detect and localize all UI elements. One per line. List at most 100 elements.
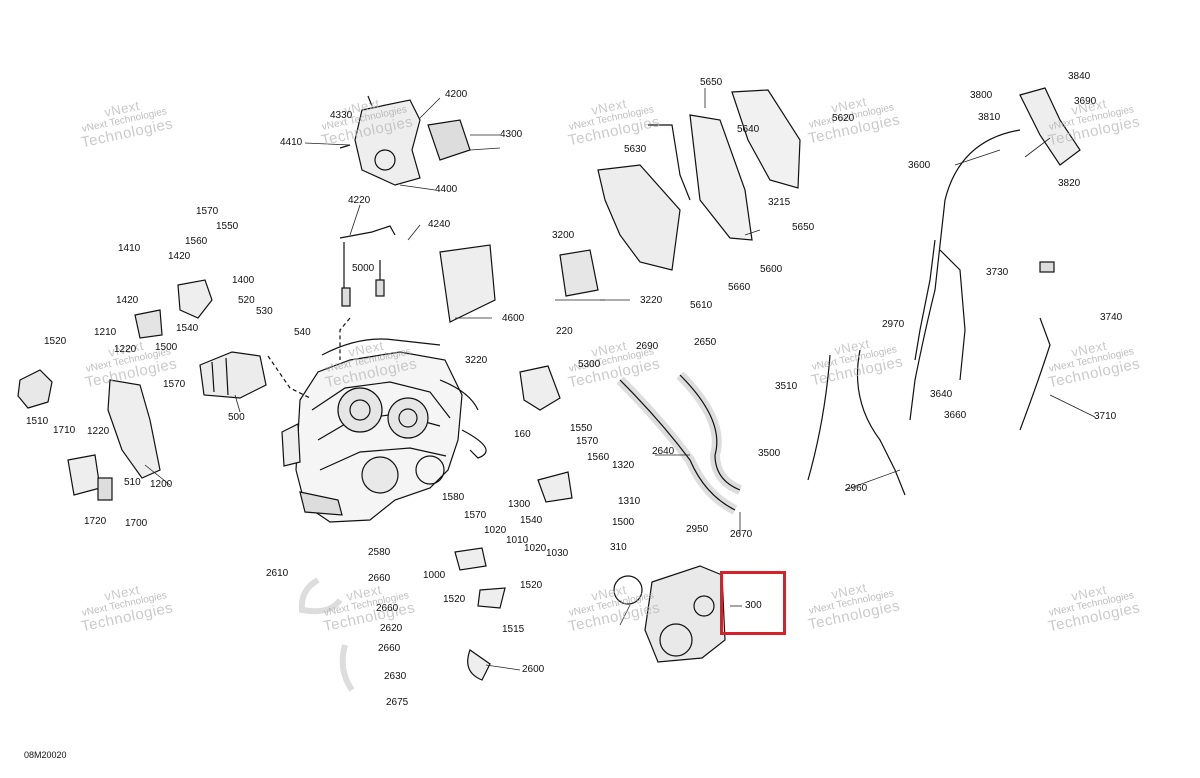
hoses-drawing bbox=[298, 365, 743, 692]
callout-5650[interactable]: 5650 bbox=[792, 222, 815, 233]
callout-2660[interactable]: 2660 bbox=[378, 643, 401, 654]
callout-5300[interactable]: 5300 bbox=[578, 359, 601, 370]
callout-2580[interactable]: 2580 bbox=[368, 547, 391, 558]
callout-4300[interactable]: 4410 bbox=[280, 137, 303, 148]
callout-4220[interactable]: 4220 bbox=[348, 195, 371, 206]
callout-5000[interactable]: 5000 bbox=[352, 263, 375, 274]
callout-2620[interactable]: 2620 bbox=[380, 623, 403, 634]
callout-1200[interactable]: 1200 bbox=[150, 479, 173, 490]
callout-1520[interactable]: 1520 bbox=[520, 580, 543, 591]
spark-plug-wire-drawing bbox=[339, 225, 396, 360]
callout-1560[interactable]: 1560 bbox=[587, 452, 610, 463]
callout-1030[interactable]: 1030 bbox=[546, 548, 569, 559]
callout-520[interactable]: 520 bbox=[238, 295, 255, 306]
callout-4330[interactable]: 4330 bbox=[330, 110, 353, 121]
callout-1210[interactable]: 1210 bbox=[94, 327, 117, 338]
callout-3800[interactable]: 3800 bbox=[970, 90, 993, 101]
callout-1010[interactable]: 1010 bbox=[506, 535, 529, 546]
callout-3510[interactable]: 3510 bbox=[775, 381, 798, 392]
callout-2600[interactable]: 2600 bbox=[522, 664, 545, 675]
callout-4400[interactable]: 4400 bbox=[435, 184, 458, 195]
callout-2970[interactable]: 2970 bbox=[882, 319, 905, 330]
callout-1410[interactable]: 1410 bbox=[118, 243, 141, 254]
callout-2690[interactable]: 2690 bbox=[636, 341, 659, 352]
callout-2650[interactable]: 2650 bbox=[694, 337, 717, 348]
callout-310[interactable]: 310 bbox=[610, 542, 627, 553]
callout-1720[interactable]: 1720 bbox=[84, 516, 107, 527]
callout-1220[interactable]: 1220 bbox=[114, 344, 137, 355]
callout-1520[interactable]: 1520 bbox=[443, 594, 466, 605]
callout-5610[interactable]: 5610 bbox=[690, 300, 713, 311]
callout-530[interactable]: 530 bbox=[256, 306, 273, 317]
callout-4300[interactable]: 4300 bbox=[500, 129, 523, 140]
callout-1570[interactable]: 1570 bbox=[196, 206, 219, 217]
callout-1510[interactable]: 1510 bbox=[26, 416, 49, 427]
callout-3690[interactable]: 3690 bbox=[1074, 96, 1097, 107]
callout-1310[interactable]: 1310 bbox=[618, 496, 641, 507]
callout-2670[interactable]: 2670 bbox=[730, 529, 753, 540]
callout-3730[interactable]: 3730 bbox=[986, 267, 1009, 278]
callout-1020[interactable]: 1020 bbox=[524, 543, 547, 554]
callout-4200[interactable]: 4200 bbox=[445, 89, 468, 100]
callout-1515[interactable]: 1515 bbox=[502, 624, 525, 635]
callout-1000[interactable]: 1000 bbox=[423, 570, 446, 581]
callout-3660[interactable]: 3660 bbox=[944, 410, 967, 421]
callout-2960[interactable]: 2960 bbox=[845, 483, 868, 494]
callout-5630[interactable]: 5630 bbox=[624, 144, 647, 155]
callout-5600[interactable]: 5600 bbox=[760, 264, 783, 275]
callout-2950[interactable]: 2950 bbox=[686, 524, 709, 535]
callout-3220[interactable]: 3220 bbox=[465, 355, 488, 366]
callout-220[interactable]: 220 bbox=[556, 326, 573, 337]
callout-1420[interactable]: 1420 bbox=[168, 251, 191, 262]
callout-3820[interactable]: 3820 bbox=[1058, 178, 1081, 189]
callout-1570[interactable]: 1570 bbox=[576, 436, 599, 447]
callout-1710[interactable]: 1710 bbox=[53, 425, 76, 436]
callout-5640[interactable]: 5640 bbox=[737, 124, 760, 135]
callout-3500[interactable]: 3500 bbox=[758, 448, 781, 459]
callout-1520[interactable]: 1520 bbox=[44, 336, 67, 347]
callout-1020[interactable]: 1020 bbox=[484, 525, 507, 536]
callout-3220[interactable]: 3220 bbox=[640, 295, 663, 306]
callout-3740[interactable]: 3740 bbox=[1100, 312, 1123, 323]
callout-5650[interactable]: 5650 bbox=[700, 77, 723, 88]
callout-1320[interactable]: 1320 bbox=[612, 460, 635, 471]
callout-2660[interactable]: 2660 bbox=[368, 573, 391, 584]
callout-3710[interactable]: 3710 bbox=[1094, 411, 1117, 422]
callout-3200[interactable]: 3200 bbox=[552, 230, 575, 241]
callout-1700[interactable]: 1700 bbox=[125, 518, 148, 529]
callout-5620[interactable]: 5620 bbox=[832, 113, 855, 124]
callout-500[interactable]: 500 bbox=[228, 412, 245, 423]
callout-1540[interactable]: 1540 bbox=[520, 515, 543, 526]
callout-1550[interactable]: 1550 bbox=[216, 221, 239, 232]
callout-3215[interactable]: 3215 bbox=[768, 197, 791, 208]
callout-1570[interactable]: 1570 bbox=[464, 510, 487, 521]
callout-1500[interactable]: 1500 bbox=[155, 342, 178, 353]
callout-1500[interactable]: 1500 bbox=[612, 517, 635, 528]
callout-5660[interactable]: 5660 bbox=[728, 282, 751, 293]
callout-4240[interactable]: 4240 bbox=[428, 219, 451, 230]
callout-3840[interactable]: 3840 bbox=[1068, 71, 1091, 82]
callout-1570[interactable]: 1570 bbox=[163, 379, 186, 390]
callout-1560[interactable]: 1560 bbox=[185, 236, 208, 247]
callout-1220[interactable]: 1220 bbox=[87, 426, 110, 437]
callout-1580[interactable]: 1580 bbox=[442, 492, 465, 503]
callout-2630[interactable]: 2630 bbox=[384, 671, 407, 682]
callout-160[interactable]: 160 bbox=[514, 429, 531, 440]
callout-2660[interactable]: 2660 bbox=[376, 603, 399, 614]
callout-1540[interactable]: 1540 bbox=[176, 323, 199, 334]
callout-4600[interactable]: 4600 bbox=[502, 313, 525, 324]
callout-2610[interactable]: 2610 bbox=[266, 568, 289, 579]
callout-2640[interactable]: 2640 bbox=[652, 446, 675, 457]
callout-3640[interactable]: 3640 bbox=[930, 389, 953, 400]
callout-2675[interactable]: 2675 bbox=[386, 697, 409, 708]
callout-300[interactable]: 300 bbox=[745, 600, 762, 611]
callout-1420[interactable]: 1420 bbox=[116, 295, 139, 306]
callout-1400[interactable]: 1400 bbox=[232, 275, 255, 286]
callout-540[interactable]: 540 bbox=[294, 327, 311, 338]
callout-1550[interactable]: 1550 bbox=[570, 423, 593, 434]
callout-510[interactable]: 510 bbox=[124, 477, 141, 488]
callout-3810[interactable]: 3810 bbox=[978, 112, 1001, 123]
callout-3600[interactable]: 3600 bbox=[908, 160, 931, 171]
callout-1300[interactable]: 1300 bbox=[508, 499, 531, 510]
